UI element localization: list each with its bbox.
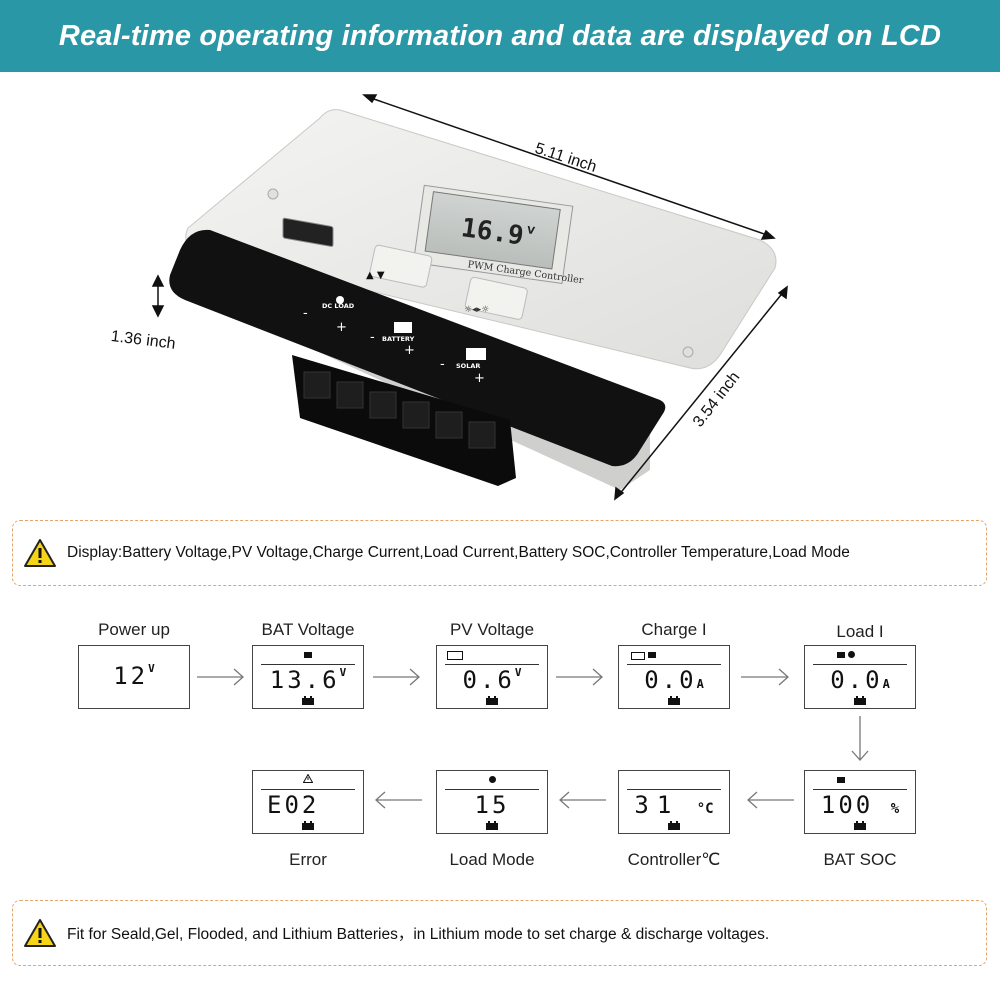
label-pv-voltage: PV Voltage — [449, 620, 535, 639]
screen-value: 15 — [474, 791, 510, 819]
label-bat-soc: BAT SOC — [823, 850, 897, 869]
label-load-i: Load I — [836, 622, 884, 641]
arrow-right — [556, 668, 603, 686]
battery-label: BATTERY — [382, 335, 415, 343]
screen-value: E02 — [267, 791, 320, 819]
terminal-screw — [369, 391, 397, 419]
battery-note: Fit for Seald,Gel, Flooded, and Lithium … — [12, 900, 987, 966]
terminal-screw — [468, 421, 496, 449]
label-power-up: Power up — [98, 620, 170, 639]
battery-icon — [302, 696, 314, 705]
screen-unit: % — [890, 801, 900, 817]
battery-minus: - — [370, 330, 375, 345]
screen-load-i: 0.0A — [804, 645, 916, 709]
bulb-toggle-icon: ☼◂▸☼ — [464, 305, 489, 315]
screen-unit: A — [696, 677, 704, 691]
screen-unit: V — [148, 662, 155, 675]
left-button[interactable] — [369, 244, 433, 288]
right-button[interactable] — [464, 276, 528, 320]
arrow-down — [851, 716, 869, 761]
battery-icon — [486, 821, 498, 830]
screen-charge-i: 0.0A — [618, 645, 730, 709]
screen-unit: V — [514, 666, 522, 679]
flow-arrows — [197, 668, 869, 809]
battery-icon — [854, 696, 866, 705]
solar-label: SOLAR — [456, 362, 480, 370]
battery-icon — [304, 652, 312, 658]
arrow-left — [559, 791, 606, 809]
screen-value: 100 — [820, 791, 874, 819]
battery-icon — [854, 821, 866, 830]
warning-icon — [24, 919, 56, 947]
usb-port — [282, 217, 334, 247]
battery-icon — [648, 652, 656, 658]
bulb-icon — [488, 776, 496, 783]
dc-load-plus: + — [336, 320, 347, 335]
arrow-right — [741, 668, 789, 686]
screen-unit: °C — [696, 801, 714, 817]
bulb-icon — [848, 651, 855, 658]
solar-panel-icon — [631, 652, 645, 660]
screen-value: 31 — [634, 791, 680, 819]
battery-icon — [837, 777, 845, 783]
solar-minus: - — [440, 357, 445, 372]
display-note-text: Display:Battery Voltage,PV Voltage,Charg… — [67, 544, 850, 561]
terminal-screw — [402, 401, 430, 429]
label-error: Error — [289, 850, 327, 869]
arrow-right — [373, 668, 420, 686]
lcd-unit: V — [526, 225, 535, 237]
arrow-right — [197, 668, 244, 686]
warning-icon — [303, 774, 313, 783]
banner-title: Real-time operating information and data… — [58, 19, 942, 52]
screen-error: E02 — [252, 770, 364, 834]
screen-bat-soc: 100 % — [804, 770, 916, 834]
screen-bat-voltage: 13.6V — [252, 645, 364, 709]
screen-value: 0.6 — [462, 666, 515, 694]
battery-icon — [668, 821, 680, 830]
terminal-screw — [303, 371, 331, 399]
battery-icon — [668, 696, 680, 705]
bulb-icon — [336, 296, 344, 304]
terminal-screw — [435, 411, 463, 439]
screen-unit: V — [339, 666, 347, 679]
dimension-arrows — [151, 94, 788, 501]
screen-controller-temp: 31 °C — [618, 770, 730, 834]
solar-panel-icon — [466, 348, 486, 360]
header-banner: Real-time operating information and data… — [0, 0, 1000, 72]
screen-power-up: 12V — [78, 645, 190, 709]
display-note: Display:Battery Voltage,PV Voltage,Charg… — [12, 520, 987, 586]
lcd-window: 16.9 V PWM Charge Controller — [412, 184, 584, 286]
terminal-block — [292, 355, 516, 486]
terminal-screw — [336, 381, 364, 409]
screen-load-mode: 15 — [436, 770, 548, 834]
screen-unit: A — [882, 677, 890, 691]
solar-plus: + — [474, 371, 485, 386]
battery-icon — [394, 322, 412, 333]
battery-note-text: Fit for Seald,Gel, Flooded, and Lithium … — [67, 926, 770, 943]
dc-load-label: DC LOAD — [322, 302, 355, 310]
label-charge-i: Charge I — [641, 620, 707, 639]
label-bat-voltage: BAT Voltage — [261, 620, 355, 639]
arrow-left — [375, 791, 422, 809]
black-front-panel — [169, 229, 666, 467]
terminal-labels: DC LOAD - + BATTERY - + SOLAR - + — [303, 296, 486, 386]
battery-icon — [486, 696, 498, 705]
arrow-buttons-label: ▲ ▼ — [366, 270, 385, 281]
dc-load-minus: - — [303, 306, 308, 321]
screen-value: 13.6 — [269, 666, 340, 694]
controller-illustration: 16.9 V PWM Charge Controller ▲ ▼ ☼◂▸☼ DC… — [151, 94, 788, 501]
label-controller-temp: Controller℃ — [627, 850, 721, 869]
screen-pv-voltage: 0.6V — [436, 645, 548, 709]
screen-value: 0.0 — [644, 666, 697, 694]
warning-icon — [24, 539, 56, 567]
screen-value: 0.0 — [830, 666, 883, 694]
screen-value: 12 — [113, 662, 149, 690]
arrow-left — [747, 791, 794, 809]
battery-icon — [837, 652, 845, 658]
battery-plus: + — [404, 343, 415, 358]
solar-panel-icon — [447, 651, 463, 660]
battery-icon — [302, 821, 314, 830]
label-load-mode: Load Mode — [449, 850, 535, 869]
